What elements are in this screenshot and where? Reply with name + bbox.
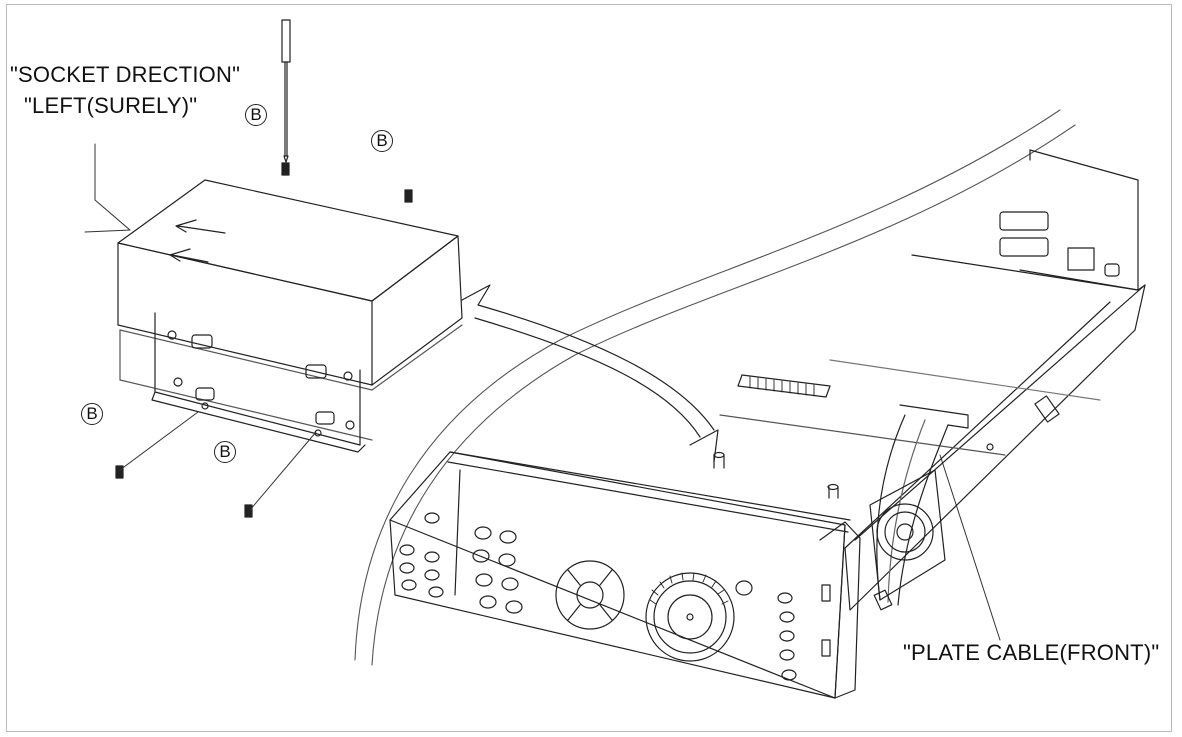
left-surely-label: "LEFT(SURELY)" — [24, 93, 198, 118]
callout-b-bottom-left: B — [81, 403, 103, 425]
callout-b-bottom-right: B — [214, 441, 236, 463]
diagram-frame — [6, 4, 1172, 732]
leader-lines — [84, 143, 1001, 641]
screwdriver — [281, 19, 291, 163]
socket-direction-label: "SOCKET DRECTION" — [10, 62, 241, 87]
callout-b-top-left: B — [245, 104, 267, 126]
plate-cable-label: "PLATE CABLE(FRONT)" — [903, 640, 1160, 665]
callout-b-top-right: B — [371, 130, 393, 152]
screws — [115, 162, 413, 518]
insertion-arrow — [461, 284, 719, 463]
dvr-chassis — [389, 149, 1146, 699]
hdd-module — [117, 179, 463, 453]
